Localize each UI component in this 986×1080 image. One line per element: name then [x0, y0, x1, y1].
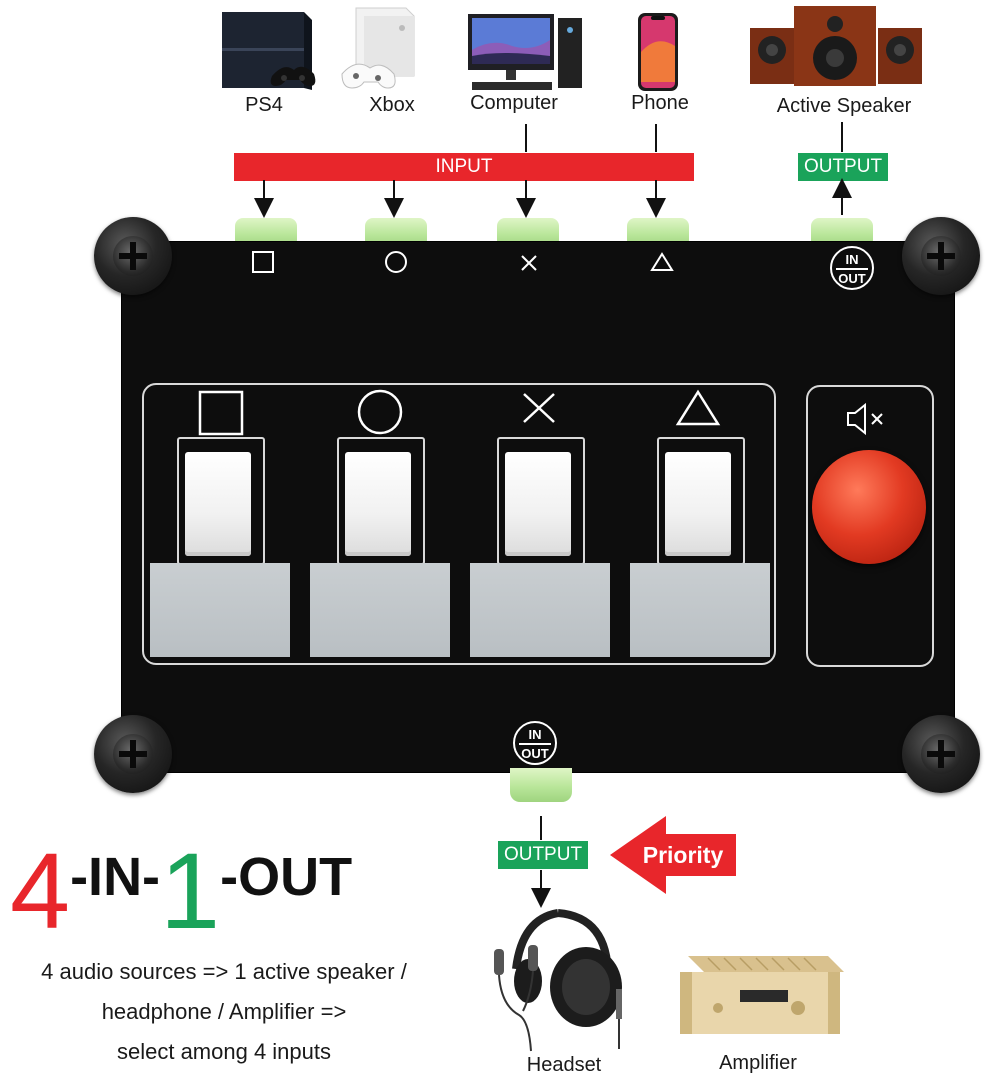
- button-plate-4: [630, 563, 770, 657]
- select-button-3[interactable]: [505, 452, 571, 556]
- computer-label: Computer: [470, 92, 558, 114]
- in-text: IN: [845, 252, 859, 267]
- output-bottom-tag: OUTPUT: [498, 841, 588, 869]
- description: 4 audio sources => 1 active speaker / he…: [0, 952, 448, 1072]
- headset-image: [488, 905, 628, 1053]
- description-line-2: headphone / Amplifier =>: [101, 999, 347, 1024]
- button-plate-2: [310, 563, 450, 657]
- input-tag: INPUT: [234, 153, 694, 181]
- output-top-tag: OUTPUT: [798, 153, 888, 181]
- xbox-image: [336, 6, 426, 94]
- select-button-4[interactable]: [665, 452, 731, 556]
- out-text: OUT: [838, 271, 866, 286]
- selector-panel: [142, 383, 776, 665]
- xbox-label: Xbox: [369, 94, 415, 116]
- mute-button[interactable]: [812, 450, 926, 564]
- cross-icon: [521, 255, 537, 271]
- description-line-3: select among 4 inputs: [116, 1039, 332, 1064]
- mute-icon: [847, 402, 883, 436]
- headset-label: Headset: [526, 1054, 602, 1076]
- active-speaker-image: [748, 2, 924, 88]
- triangle-large-icon: [675, 389, 721, 426]
- in-text-bottom: IN: [528, 727, 542, 742]
- port-symbols: [252, 251, 674, 273]
- ps4-label: PS4: [245, 94, 283, 116]
- priority-arrow: [610, 816, 736, 894]
- active-speaker-label: Active Speaker: [776, 95, 912, 117]
- in-out-badge-top: IN OUT: [830, 246, 874, 290]
- screw-top-right: [902, 217, 980, 295]
- out-text-bottom: OUT: [521, 746, 549, 761]
- headline-in: -IN-: [70, 847, 161, 907]
- headline: 4-IN-1-OUT: [10, 836, 352, 946]
- priority-label: Priority: [642, 842, 724, 868]
- circle-icon: [385, 251, 407, 273]
- signal-arrows-bottom: [531, 816, 551, 908]
- triangle-icon: [650, 252, 674, 271]
- headline-one: 1: [160, 830, 221, 951]
- phone-label: Phone: [631, 92, 689, 114]
- signal-arrows-top: [254, 122, 852, 218]
- select-button-2[interactable]: [345, 452, 411, 556]
- select-button-1[interactable]: [185, 452, 251, 556]
- ps4-image: [212, 10, 322, 95]
- button-plate-1: [150, 563, 290, 657]
- headline-out: -OUT: [220, 847, 353, 907]
- screw-bottom-right: [902, 715, 980, 793]
- square-icon: [252, 251, 274, 273]
- circle-large-icon: [357, 389, 403, 435]
- description-line-1: 4 audio sources => 1 active speaker /: [41, 959, 407, 984]
- button-plate-3: [470, 563, 610, 657]
- phone-image: [636, 12, 680, 92]
- cross-large-icon: [523, 393, 555, 423]
- panel-symbols: [198, 389, 721, 436]
- in-out-badge-bottom: IN OUT: [513, 721, 557, 765]
- amplifier-label: Amplifier: [719, 1052, 797, 1074]
- computer-image: [466, 10, 586, 95]
- jack-output-bottom[interactable]: [510, 768, 572, 802]
- screw-top-left: [94, 217, 172, 295]
- amplifier-image: [678, 950, 848, 1042]
- square-large-icon: [198, 390, 244, 436]
- screw-bottom-left: [94, 715, 172, 793]
- headline-four: 4: [10, 830, 71, 951]
- mute-panel: [806, 385, 934, 667]
